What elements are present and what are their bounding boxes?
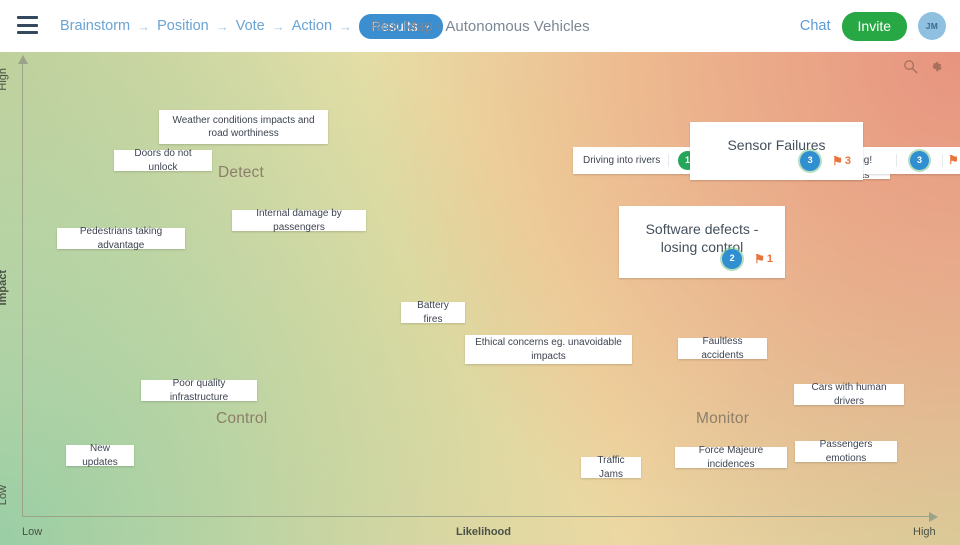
quadrant-label-monitor: Monitor bbox=[696, 410, 750, 427]
canvas-tools bbox=[903, 59, 943, 74]
flag-icon: ⚑ bbox=[948, 153, 959, 168]
quadrant-label-detect: Detect bbox=[218, 164, 264, 181]
sticky-note-voted[interactable]: ing! 3 ⚑ 2 bbox=[848, 147, 960, 174]
gear-icon[interactable] bbox=[928, 59, 943, 74]
sticky-note-text: Faultless accidents bbox=[701, 336, 744, 361]
sticky-note[interactable]: Cars with human drivers bbox=[794, 382, 904, 407]
sticky-note-text: Doors do not unlock bbox=[134, 148, 192, 173]
sticky-note-text: Sensor Failures bbox=[727, 137, 826, 153]
divider bbox=[668, 154, 669, 167]
x-axis-high-label: High bbox=[913, 526, 936, 538]
sticky-note-text: Passengers emotions bbox=[819, 439, 873, 464]
sticky-note[interactable]: Weather conditions impacts and road wort… bbox=[159, 110, 328, 144]
breadcrumb: Brainstorm → Position → Vote → Action → … bbox=[60, 0, 444, 52]
hamburger-bar bbox=[17, 31, 38, 34]
vote-count-badge[interactable]: 2 bbox=[722, 249, 743, 269]
sticky-note[interactable]: Pedestrians taking advantage bbox=[57, 226, 185, 251]
sticky-note[interactable]: Ethical concerns eg. unavoidable impacts bbox=[465, 335, 632, 364]
breadcrumb-item-vote[interactable]: Vote bbox=[235, 18, 265, 34]
sticky-note[interactable]: Passengers emotions bbox=[795, 439, 897, 464]
vote-count-badge[interactable]: 3 bbox=[910, 151, 929, 170]
y-axis-high-label: High bbox=[0, 68, 9, 91]
sticky-note-text: Force Majeure incidences bbox=[698, 445, 764, 470]
invite-button[interactable]: Invite bbox=[841, 11, 907, 41]
sticky-note-large-sensor-failures[interactable]: Sensor Failures 3 ⚑ 3 bbox=[690, 122, 863, 180]
flag-count: 1 bbox=[766, 252, 773, 265]
sticky-note[interactable]: Force Majeure incidences bbox=[675, 445, 787, 470]
sticky-note-text: Internal damage by passengers bbox=[256, 208, 342, 233]
y-axis-low-label: Low bbox=[0, 485, 9, 506]
sticky-note-text: Poor quality infrastructure bbox=[169, 378, 229, 403]
y-axis-arrow-icon bbox=[18, 55, 28, 64]
flag-count-badge[interactable]: ⚑ 3 bbox=[832, 154, 851, 168]
sticky-note-text: Battery fires bbox=[417, 300, 449, 325]
search-icon[interactable] bbox=[903, 59, 918, 74]
sticky-note[interactable]: New updates bbox=[66, 443, 134, 468]
y-axis-label: Impact bbox=[0, 270, 9, 306]
breadcrumb-arrow-icon: → bbox=[339, 18, 353, 34]
divider bbox=[896, 154, 897, 167]
badge-group: 3 ⚑ 3 bbox=[800, 151, 863, 180]
x-axis-label: Likelihood bbox=[456, 526, 511, 538]
sticky-note-text: Weather conditions impacts and road wort… bbox=[172, 114, 315, 140]
sticky-note-text: Software defects - losing control bbox=[645, 221, 759, 256]
hamburger-bar bbox=[17, 16, 38, 19]
breadcrumb-arrow-icon: → bbox=[215, 18, 229, 34]
sticky-note[interactable]: Internal damage by passengers bbox=[232, 208, 366, 233]
sticky-note-text: Traffic Jams bbox=[597, 455, 625, 480]
sticky-note[interactable]: Poor quality infrastructure bbox=[141, 378, 257, 403]
sticky-note[interactable]: Faultless accidents bbox=[678, 336, 767, 361]
breadcrumb-item-brainstorm[interactable]: Brainstorm bbox=[60, 18, 131, 34]
chat-link[interactable]: Chat bbox=[799, 18, 831, 34]
sticky-note-large-software-defects[interactable]: Software defects - losing control 2 ⚑ 1 bbox=[619, 206, 785, 278]
sticky-note-text: Driving into rivers bbox=[583, 154, 661, 166]
flag-count: 3 bbox=[844, 154, 851, 167]
sticky-note[interactable]: Traffic Jams bbox=[581, 455, 641, 480]
sticky-note[interactable]: Doors do not unlock bbox=[114, 148, 212, 173]
breadcrumb-arrow-icon: → bbox=[271, 18, 285, 34]
x-axis-arrow-icon bbox=[929, 512, 938, 522]
sticky-note-text: Cars with human drivers bbox=[811, 382, 887, 407]
sticky-note-text: New updates bbox=[82, 443, 118, 468]
sticky-note[interactable]: Battery fires bbox=[401, 300, 465, 325]
risk-map-canvas[interactable]: High Impact Low Low Likelihood High Dete… bbox=[0, 52, 960, 545]
breadcrumb-item-action[interactable]: Action bbox=[291, 18, 333, 34]
app-header: Brainstorm → Position → Vote → Action → … bbox=[0, 0, 960, 52]
y-axis-line bbox=[22, 62, 23, 517]
x-axis-low-label: Low bbox=[22, 526, 43, 538]
avatar[interactable]: JM bbox=[918, 12, 946, 40]
sticky-note-text: Pedestrians taking advantage bbox=[79, 226, 163, 251]
breadcrumb-item-results[interactable]: Results ⌄ bbox=[359, 13, 444, 39]
quadrant-label-control: Control bbox=[216, 410, 268, 427]
hamburger-bar bbox=[17, 23, 38, 27]
chevron-down-icon: ⌄ bbox=[422, 19, 432, 31]
flag-count-badge[interactable]: ⚑ 1 bbox=[754, 252, 773, 266]
hamburger-icon[interactable] bbox=[17, 16, 38, 34]
x-axis-line bbox=[22, 516, 932, 517]
breadcrumb-item-position[interactable]: Position bbox=[157, 18, 209, 34]
divider bbox=[942, 154, 943, 167]
sticky-note-voted[interactable]: Driving into rivers 1 bbox=[573, 147, 705, 174]
flag-icon: ⚑ bbox=[832, 153, 843, 168]
header-actions: Chat Invite JM bbox=[800, 0, 946, 52]
breadcrumb-arrow-icon: → bbox=[137, 18, 151, 34]
breadcrumb-item-results-label: Results bbox=[371, 17, 418, 34]
badge-group: 2 ⚑ 1 bbox=[722, 249, 785, 278]
sticky-note-text: Ethical concerns eg. unavoidable impacts bbox=[475, 337, 622, 362]
sticky-note-text: ing! bbox=[856, 154, 873, 166]
flag-icon: ⚑ bbox=[754, 251, 765, 266]
vote-count-badge[interactable]: 3 bbox=[800, 151, 821, 171]
flag-count-badge[interactable]: ⚑ 2 bbox=[948, 153, 960, 168]
